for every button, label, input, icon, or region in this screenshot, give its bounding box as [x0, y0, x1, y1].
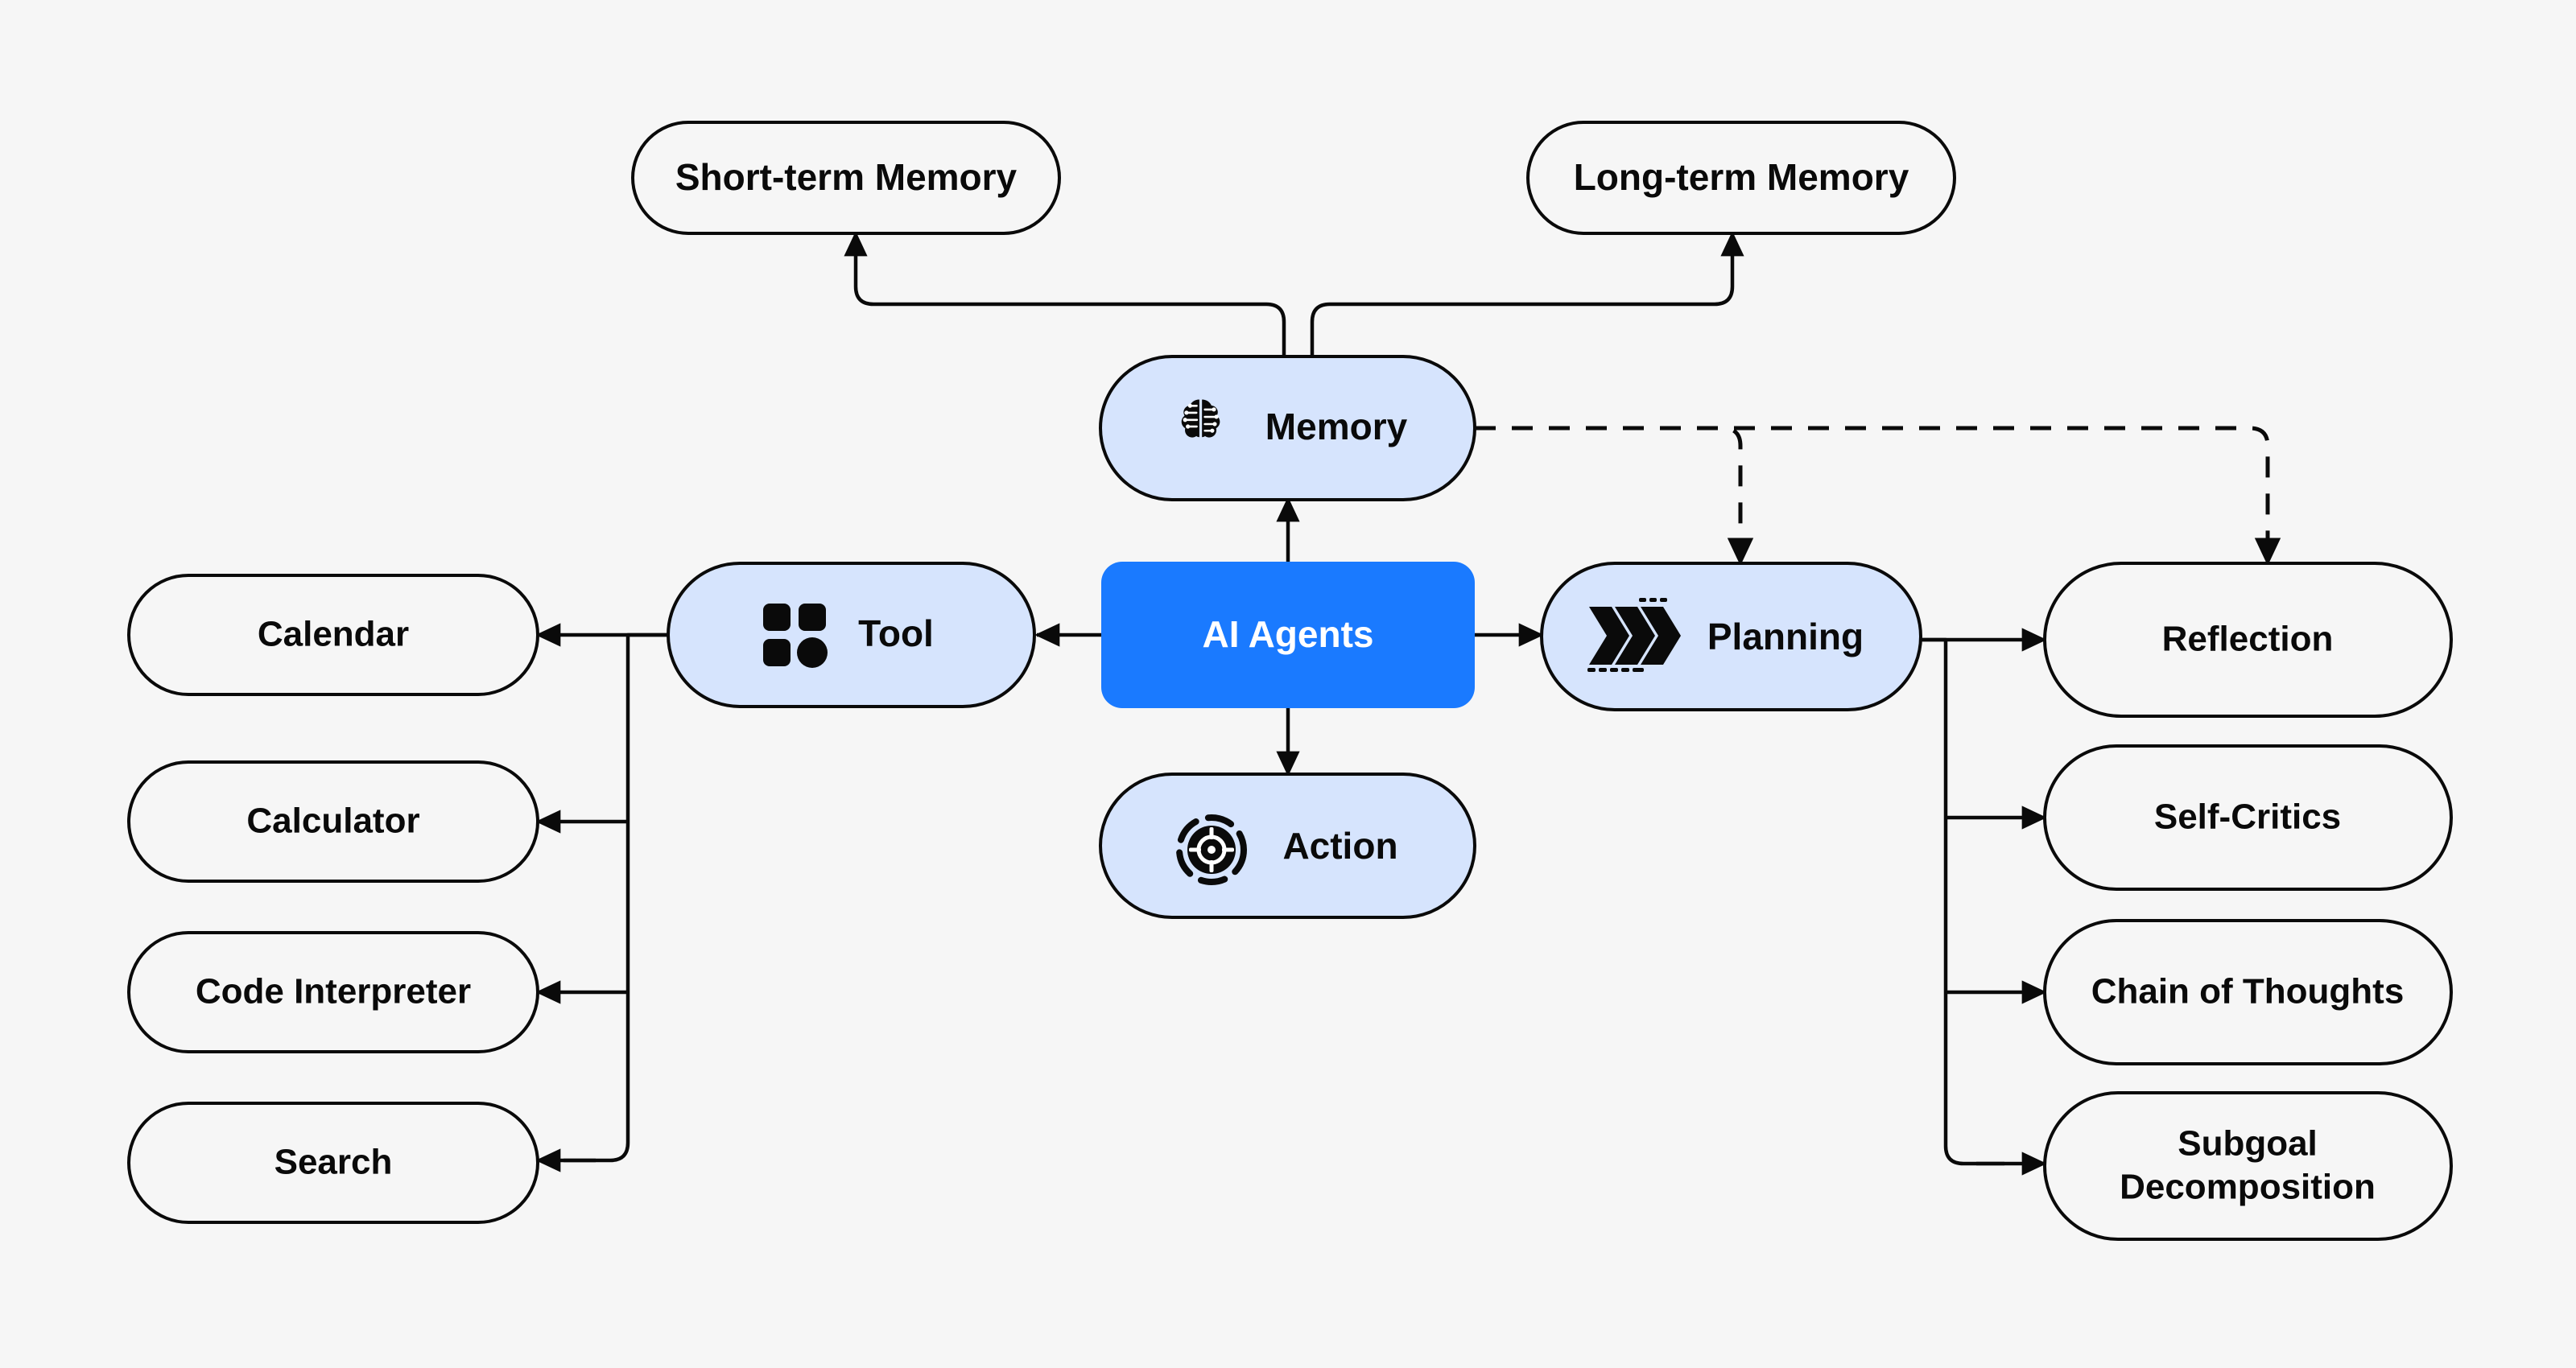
chevrons-right-icon	[1587, 598, 1681, 672]
planning-label: Planning	[1707, 616, 1864, 657]
node-calendar[interactable]: Calendar	[127, 574, 539, 696]
reflection-label: Reflection	[2162, 620, 2334, 659]
node-subgoal-decomposition[interactable]: Subgoal Decomposition	[2043, 1091, 2453, 1241]
node-search[interactable]: Search	[127, 1102, 539, 1224]
subgoal-decomposition-shape[interactable]	[2043, 1091, 2453, 1241]
planning-shape[interactable]	[1540, 562, 1922, 711]
tool-label: Tool	[858, 612, 934, 654]
link-planning-trunk	[1921, 637, 2004, 1166]
node-planning[interactable]: Planning	[1540, 562, 1922, 711]
node-long-term-memory[interactable]: Long-term Memory	[1526, 121, 1956, 235]
link-tool-trunk	[564, 632, 668, 1163]
code-interpreter-label: Code Interpreter	[196, 972, 471, 1012]
link-memory-to-reflection-dashed	[1475, 426, 2281, 566]
self-critics-label: Self-Critics	[2154, 797, 2341, 837]
search-label: Search	[275, 1143, 393, 1182]
node-code-interpreter[interactable]: Code Interpreter	[127, 931, 539, 1053]
memory-shape[interactable]	[1099, 355, 1476, 501]
link-memory-to-planning-dashed	[1475, 426, 1754, 566]
node-short-term-memory[interactable]: Short-term Memory	[631, 121, 1061, 235]
short-term-memory-shape[interactable]	[631, 121, 1061, 235]
link-memory-to-short-term	[844, 231, 1286, 356]
action-label: Action	[1282, 825, 1397, 867]
node-reflection[interactable]: Reflection	[2043, 562, 2453, 718]
action-shape[interactable]	[1099, 773, 1476, 919]
long-term-memory-label: Long-term Memory	[1574, 156, 1909, 198]
ai-agents-shape[interactable]	[1101, 562, 1475, 708]
search-shape[interactable]	[127, 1102, 539, 1224]
tool-shape[interactable]	[667, 562, 1036, 708]
brain-circuit-icon	[1181, 399, 1220, 438]
node-chain-of-thoughts[interactable]: Chain of Thoughts	[2043, 919, 2453, 1065]
grid-apps-icon	[763, 604, 828, 668]
calculator-label: Calculator	[246, 801, 419, 841]
long-term-memory-shape[interactable]	[1526, 121, 1956, 235]
calculator-shape[interactable]	[127, 760, 539, 883]
connector-layer	[535, 231, 2281, 1176]
node-action[interactable]: Action	[1099, 773, 1476, 919]
subgoal-decomposition-label-line2: Decomposition	[2120, 1168, 2376, 1207]
code-interpreter-shape[interactable]	[127, 931, 539, 1053]
short-term-memory-label: Short-term Memory	[675, 156, 1018, 198]
node-memory[interactable]: Memory	[1099, 355, 1476, 501]
subgoal-decomposition-label-line1: Subgoal	[2178, 1124, 2318, 1164]
chain-of-thoughts-shape[interactable]	[2043, 919, 2453, 1065]
calendar-shape[interactable]	[127, 574, 539, 696]
node-calculator[interactable]: Calculator	[127, 760, 539, 883]
node-self-critics[interactable]: Self-Critics	[2043, 744, 2453, 891]
reflection-shape[interactable]	[2043, 562, 2453, 718]
ai-agents-label: AI Agents	[1203, 613, 1374, 655]
link-memory-to-long-term	[1310, 231, 1744, 356]
target-crosshair-icon	[1176, 814, 1247, 885]
memory-label: Memory	[1265, 406, 1408, 447]
self-critics-shape[interactable]	[2043, 744, 2453, 891]
node-tool[interactable]: Tool	[667, 562, 1036, 708]
chain-of-thoughts-label: Chain of Thoughts	[2091, 972, 2405, 1012]
calendar-label: Calendar	[258, 615, 409, 654]
node-ai-agents[interactable]: AI Agents	[1101, 562, 1475, 708]
